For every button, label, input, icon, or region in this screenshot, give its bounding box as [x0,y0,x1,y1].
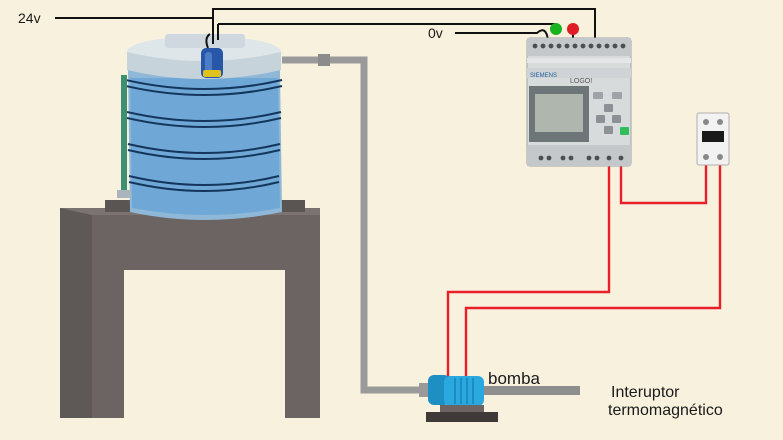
plc-bottom-terminal-strip [527,145,631,166]
tank-ribs [125,79,283,192]
breaker-toggle [702,131,724,142]
plc-run-indicator [620,127,629,135]
plc-key-left [596,115,605,123]
plc-keypad [593,92,629,135]
stand-left-leg-side [60,208,92,418]
stand-right-leg [285,270,320,418]
tank-water [130,78,280,215]
tank-stand [60,200,320,418]
label-24v: 24v [18,10,41,26]
label-breaker-line2: termomagnético [608,402,723,419]
pump-motor [444,376,484,406]
label-breaker-line1: Interuptor [611,384,680,401]
plc-key-right [612,115,621,123]
pump-base [426,412,498,422]
label-0v: 0v [428,25,443,41]
pipe-inlet-fitting [318,54,330,66]
pump-fins [454,378,474,404]
pump-mount [440,405,484,412]
plc-top-terminals [532,43,626,49]
stand-left-leg [92,270,124,418]
water-tank [117,34,283,220]
plc-model: LOGO! [570,78,592,85]
plc-brand: SIEMENS [530,73,557,79]
level-indicator-tube [121,75,127,197]
plc-logo-module: SIEMENS LOGO! [526,37,632,167]
plc-key-up [604,104,613,112]
tank-cap [165,34,245,48]
plc-top-terminal-strip [527,38,631,56]
plc-key-esc [593,92,603,99]
plc-display [535,94,583,132]
thermomagnetic-breaker [696,112,730,166]
pump [419,375,580,422]
red-led-icon [567,23,579,35]
red-wires [446,165,722,380]
plc-key-ok [612,92,622,99]
green-led-icon [550,23,562,35]
plc-key-down [604,126,613,134]
pump-outlet-pipe [480,386,580,395]
plc-bottom-terminals [538,155,624,161]
float-switch [201,33,223,78]
tank-valve [117,190,131,198]
label-pump: bomba [488,369,541,388]
stand-beam [92,215,320,270]
black-wires [55,8,596,44]
